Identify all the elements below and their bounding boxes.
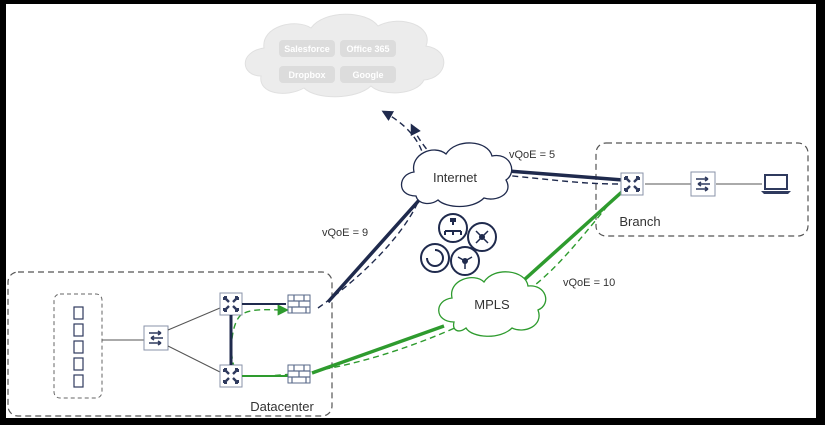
server-rack-icon [73,306,84,388]
vqoe-internet-datacenter: vQoE = 9 [322,227,368,239]
vqoe-internet-branch: vQoE = 5 [509,149,555,161]
firewall-icon-bottom [287,364,311,384]
internet-to-datacenter-link [326,196,423,304]
network-diagram: Salesforce Office 365 Dropbox Google Int… [6,4,816,418]
internet-to-branch-link [495,168,624,182]
saas-cloud: Salesforce Office 365 Dropbox Google [244,13,445,98]
datacenter-label: Datacenter [250,399,314,414]
svg-text:MPLS: MPLS [474,297,510,312]
datacenter-router-bottom [218,363,244,389]
branch-switch [690,171,716,197]
datacenter-switch [143,325,169,351]
datacenter-router-top [218,291,244,317]
server-rack-box [53,293,103,399]
saas-app-google: Google [340,66,396,83]
saas-app-office365: Office 365 [340,40,396,57]
mpls-path-dashed [230,197,615,377]
vqoe-mpls-branch: vQoE = 10 [563,277,615,289]
svg-text:Salesforce: Salesforce [284,44,330,54]
branch-site-box [595,142,809,237]
svg-text:Internet: Internet [433,170,477,185]
internet-cloud: Internet [400,142,513,208]
firewall-icon-top [287,294,311,314]
mpls-cloud: MPLS [438,271,547,337]
branch-router [619,171,645,197]
mpls-to-branch-link [512,188,626,291]
svg-text:Dropbox: Dropbox [289,70,326,80]
laptop-icon [761,174,791,194]
saas-app-dropbox: Dropbox [279,66,335,83]
svg-text:Office 365: Office 365 [346,44,389,54]
branch-label: Branch [619,214,660,229]
network-topology-icon [420,213,497,276]
saas-app-salesforce: Salesforce [279,40,335,57]
svg-text:Google: Google [353,70,384,80]
mpls-to-datacenter-link [311,324,445,375]
datacenter-site-box [7,271,333,417]
